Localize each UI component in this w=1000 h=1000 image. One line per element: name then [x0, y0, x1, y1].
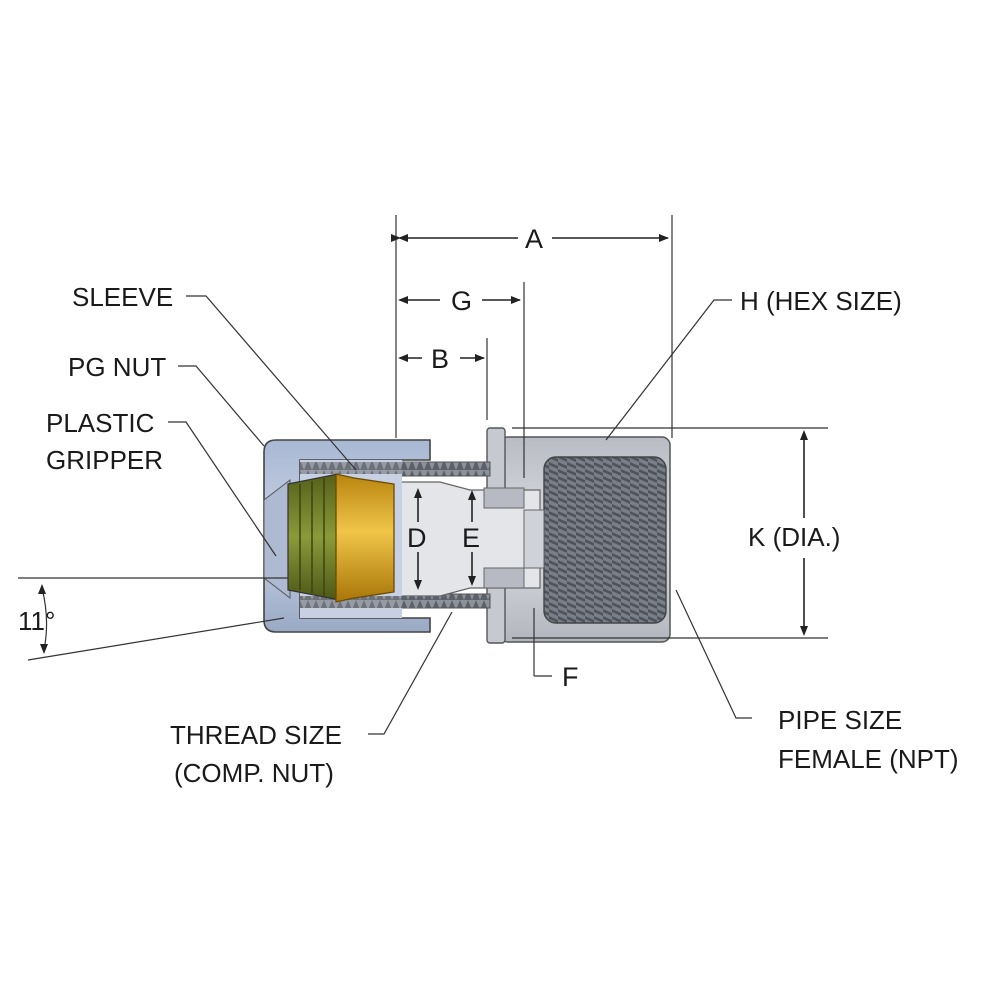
dimension-lines [18, 215, 828, 677]
label-female-npt: FEMALE (NPT) [778, 744, 959, 774]
label-sleeve: SLEEVE [72, 282, 173, 312]
nut-cone [263, 478, 291, 600]
label-hex-size: H (HEX SIZE) [740, 286, 902, 316]
female-pipe-thread [543, 456, 667, 624]
brass-sleeve [335, 473, 395, 603]
label-comp-nut: (COMP. NUT) [174, 758, 334, 788]
dim-a: A [525, 224, 543, 254]
label-thread-size: THREAD SIZE [170, 720, 342, 750]
callout-labels: SLEEVE PG NUT PLASTIC GRIPPER THREAD SIZ… [18, 282, 959, 788]
dim-b: B [431, 344, 449, 374]
nut-thread-upper [300, 462, 428, 474]
tube-stop-lower [483, 567, 525, 589]
dim-e: E [462, 523, 480, 553]
tube-stop-upper [483, 487, 525, 509]
dim-g: G [451, 286, 472, 316]
label-k-dia: K (DIA.) [748, 522, 840, 552]
label-pg-nut: PG NUT [68, 352, 166, 382]
dimension-letters: A G B D E F [407, 224, 579, 692]
leader-lines [168, 295, 752, 735]
nut-thread-lower [300, 596, 428, 608]
label-gripper: GRIPPER [46, 445, 163, 475]
plastic-gripper [287, 473, 341, 601]
dim-f: F [562, 662, 579, 692]
bore-inlet [523, 509, 545, 569]
dim-d: D [407, 523, 427, 553]
label-pipe-size: PIPE SIZE [778, 705, 902, 735]
label-angle: 11° [18, 606, 55, 636]
label-plastic: PLASTIC [46, 408, 154, 438]
